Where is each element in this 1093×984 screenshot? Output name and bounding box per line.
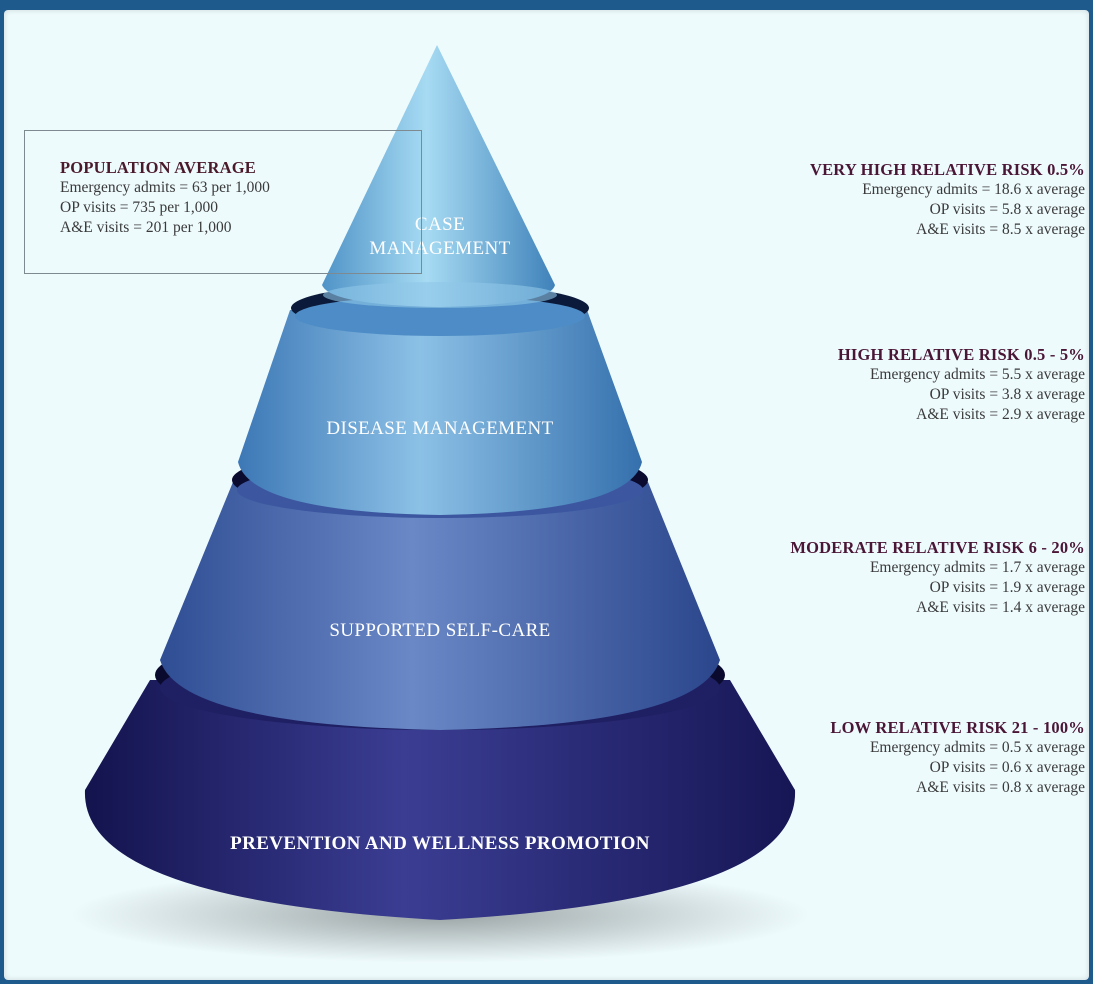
population-average-box [24,130,422,274]
population-line-op: OP visits = 735 per 1,000 [60,199,219,216]
tier-label-disease: DISEASE MANAGEMENT [326,418,553,439]
risk-heading: HIGH RELATIVE RISK 0.5 - 5% [837,345,1085,364]
tier-label-self-care: SUPPORTED SELF-CARE [329,620,550,641]
population-line-emergency: Emergency admits = 63 per 1,000 [60,179,270,196]
risk-line-emergency: Emergency admits = 0.5 x average [869,739,1085,756]
risk-line-emergency: Emergency admits = 5.5 x average [869,366,1085,383]
population-line-ae: A&E visits = 201 per 1,000 [60,219,232,236]
risk-line-ae: A&E visits = 2.9 x average [916,406,1085,423]
risk-low: LOW RELATIVE RISK 21 - 100% Emergency ad… [830,718,1085,798]
risk-line-ae: A&E visits = 8.5 x average [916,221,1085,238]
tier-disease-management [238,284,642,515]
risk-line-emergency: Emergency admits = 1.7 x average [869,559,1085,576]
risk-line-op: OP visits = 3.8 x average [929,386,1085,403]
tier-label-case-1: CASE [415,214,465,235]
tier-case-management [322,45,557,308]
risk-line-emergency: Emergency admits = 18.6 x average [862,181,1085,198]
risk-line-op: OP visits = 0.6 x average [929,759,1085,776]
risk-line-ae: A&E visits = 1.4 x average [916,599,1085,616]
risk-high: HIGH RELATIVE RISK 0.5 - 5% Emergency ad… [838,345,1085,425]
risk-heading: MODERATE RELATIVE RISK 6 - 20% [790,538,1085,557]
tier-label-prevention: PREVENTION AND WELLNESS PROMOTION [230,833,650,854]
risk-line-op: OP visits = 1.9 x average [929,579,1085,596]
risk-heading: VERY HIGH RELATIVE RISK 0.5% [809,160,1085,179]
risk-line-op: OP visits = 5.8 x average [929,201,1085,218]
population-average-text: POPULATION AVERAGE Emergency admits = 63… [60,158,270,238]
risk-moderate: MODERATE RELATIVE RISK 6 - 20% Emergency… [790,538,1085,618]
population-average-heading: POPULATION AVERAGE [60,158,256,177]
tier-label-case-2: MANAGEMENT [369,238,510,259]
risk-line-ae: A&E visits = 0.8 x average [916,779,1085,796]
risk-heading: LOW RELATIVE RISK 21 - 100% [830,718,1085,737]
risk-very-high: VERY HIGH RELATIVE RISK 0.5% Emergency a… [810,160,1085,240]
